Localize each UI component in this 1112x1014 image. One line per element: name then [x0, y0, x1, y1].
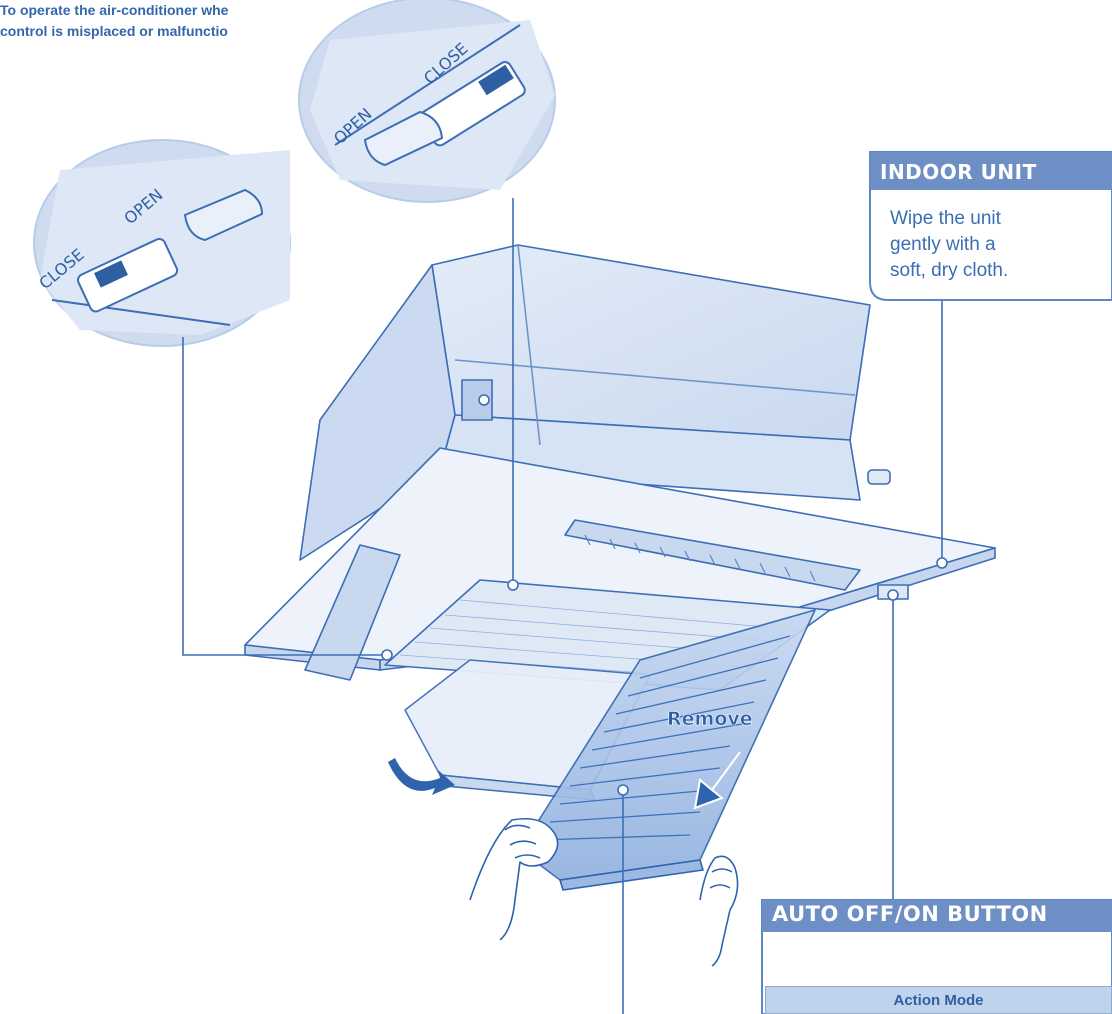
right-hand-icon — [699, 855, 739, 967]
latch-knob-right — [478, 64, 514, 96]
indoor-unit-callout — [869, 151, 1112, 301]
remove-arrow-icon — [693, 751, 741, 810]
intake-grille — [519, 609, 816, 891]
louver-slot-back — [564, 519, 861, 591]
unit-top-box — [431, 244, 871, 441]
latch-tab-right — [363, 110, 444, 167]
action-mode-header: Action Mode — [765, 986, 1112, 1014]
magnifier-right: OPEN CLOSE — [298, 0, 556, 203]
auto-button-callout — [761, 899, 1112, 1014]
intake-grille-frame — [519, 609, 816, 881]
leader-lines — [182, 198, 948, 1014]
hands — [469, 817, 739, 967]
louver-slot-left — [304, 544, 401, 681]
indoor-unit-description-line: Wipe the unit — [890, 208, 1001, 229]
latch-knob-left — [94, 260, 128, 288]
unit-left-side — [299, 264, 456, 561]
left-hand-icon — [469, 817, 559, 941]
auto-button-title: AUTO OFF/ON BUTTON — [772, 902, 1048, 926]
remove-label: Remove — [667, 708, 753, 730]
indoor-unit-description-line: gently with a — [890, 234, 996, 255]
latch-slot-left — [77, 237, 179, 313]
indoor-unit — [244, 244, 996, 691]
indoor-unit-title: INDOOR UNIT — [880, 160, 1037, 184]
auto-button-description-line: control is misplaced or malfunctio — [0, 23, 228, 39]
magnifier-left: CLOSE OPEN — [33, 139, 291, 347]
leader-line-left-latch — [182, 337, 387, 656]
drain-pipe — [867, 469, 891, 485]
latch-tab-left — [183, 188, 264, 242]
auto-button-description: To operate the air-conditioner whe contr… — [0, 0, 360, 42]
auto-button-description-line: To operate the air-conditioner whe — [0, 2, 229, 18]
indoor-unit-description: Wipe the unit gently with a soft, dry cl… — [890, 206, 1110, 284]
indoor-unit-description-line: soft, dry cloth. — [890, 260, 1009, 281]
swing-arrow-icon — [388, 758, 455, 795]
